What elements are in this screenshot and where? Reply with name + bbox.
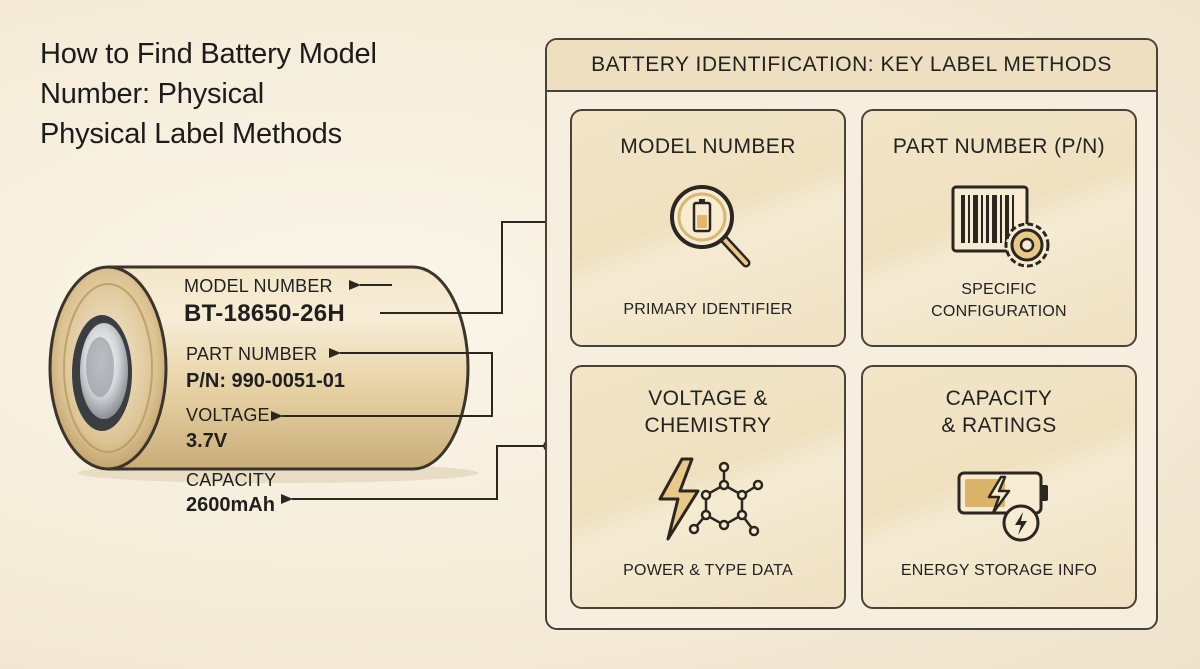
card-model-number: MODEL NUMBER PRIMARY IDENTIFIER <box>570 109 846 347</box>
card-subtitle-line-2: CONFIGURATION <box>931 303 1067 320</box>
part-voltage-bracket <box>271 348 493 421</box>
card-title-line-2: & RATINGS <box>941 414 1057 437</box>
card-title-line-1: VOLTAGE & <box>648 387 768 410</box>
capacity-label: CAPACITY <box>186 470 277 490</box>
capacity-value: 2600mAh <box>186 494 275 516</box>
card-title: MODEL NUMBER <box>620 135 796 158</box>
title-line-2: Number: Physical <box>40 78 265 110</box>
title-line-3: Physical Label Methods <box>40 118 342 150</box>
card-subtitle: ENERGY STORAGE INFO <box>900 562 1098 579</box>
identification-panel: BATTERY IDENTIFICATION: KEY LABEL METHOD… <box>545 38 1158 630</box>
lightning-molecule-icon <box>658 457 764 541</box>
voltage-value: 3.7V <box>186 430 228 452</box>
card-subtitle: PRIMARY IDENTIFIER <box>623 301 793 318</box>
card-voltage-chemistry: VOLTAGE & CHEMISTRY POWER & TYPE DATA <box>570 365 846 609</box>
card-title: PART NUMBER (P/N) <box>892 135 1106 158</box>
card-subtitle: POWER & TYPE DATA <box>623 562 793 579</box>
battery-charge-icon <box>957 471 1048 542</box>
card-capacity-ratings: CAPACITY & RATINGS ENERGY STORAGE INFO <box>861 365 1137 609</box>
magnifier-battery-icon <box>670 185 751 268</box>
card-subtitle-line-1: SPECIFIC <box>961 281 1037 298</box>
voltage-label: VOLTAGE <box>186 405 270 425</box>
page-title: How to Find Battery Model Number: Physic… <box>40 34 480 154</box>
model-number-label: MODEL NUMBER <box>184 276 333 296</box>
panel-header: BATTERY IDENTIFICATION: KEY LABEL METHOD… <box>547 40 1156 92</box>
barcode-gear-icon <box>951 185 1050 268</box>
card-title-line-1: CAPACITY <box>945 387 1053 410</box>
title-line-1: How to Find Battery Model <box>40 38 377 70</box>
model-number-value: BT-18650-26H <box>184 300 346 327</box>
card-title-line-2: CHEMISTRY <box>644 414 772 437</box>
model-connector <box>380 221 563 314</box>
capacity-connector <box>281 445 548 504</box>
card-part-number: PART NUMBER (P/N) SPECIFIC CONFIGURATION <box>861 109 1137 347</box>
